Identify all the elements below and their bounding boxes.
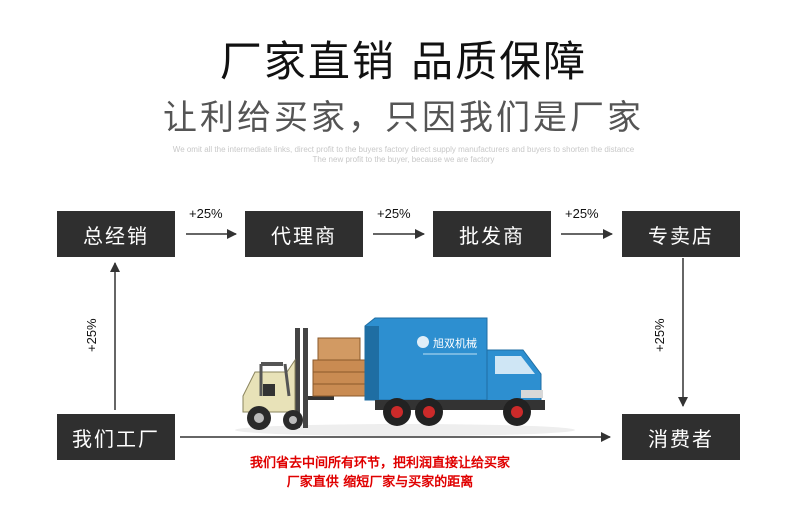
truck-brand-text: 旭双机械 [433,336,477,350]
node-agent: 代理商 [245,211,363,257]
node-wholesaler: 批发商 [433,211,551,257]
node-factory: 我们工厂 [57,414,175,460]
forklift-icon [242,328,334,430]
direct-supply-note-line-1: 我们省去中间所有环节，把利润直接让给买家 [249,456,510,471]
delivery-truck-icon: 旭双机械 [364,317,545,426]
node-store: 专卖店 [622,211,740,257]
english-tagline-1: We omit all the intermediate links, dire… [172,145,635,154]
english-tagline-2: The new profit to the buyer, because we … [312,155,495,164]
page-subtitle: 让利给买家，只因我们是厂家 [163,98,644,138]
markup-store-to-consumer: +25% [652,318,667,352]
forklift-truck-illustration: 旭双机械 [235,317,575,436]
markup-factory-to-general: +25% [84,318,99,352]
node-consumer: 消费者 [622,414,740,460]
direct-supply-note-line-2: 厂家直供 缩短厂家与买家的距离 [286,475,474,490]
page-title: 厂家直销 品质保障 [219,37,588,86]
markup-agent-to-wholesaler: +25% [377,206,411,221]
markup-wholesaler-to-store: +25% [565,206,599,221]
markup-general-to-agent: +25% [189,206,223,221]
cargo-crates-icon [312,337,366,397]
node-general-distributor: 总经销 [57,211,175,257]
